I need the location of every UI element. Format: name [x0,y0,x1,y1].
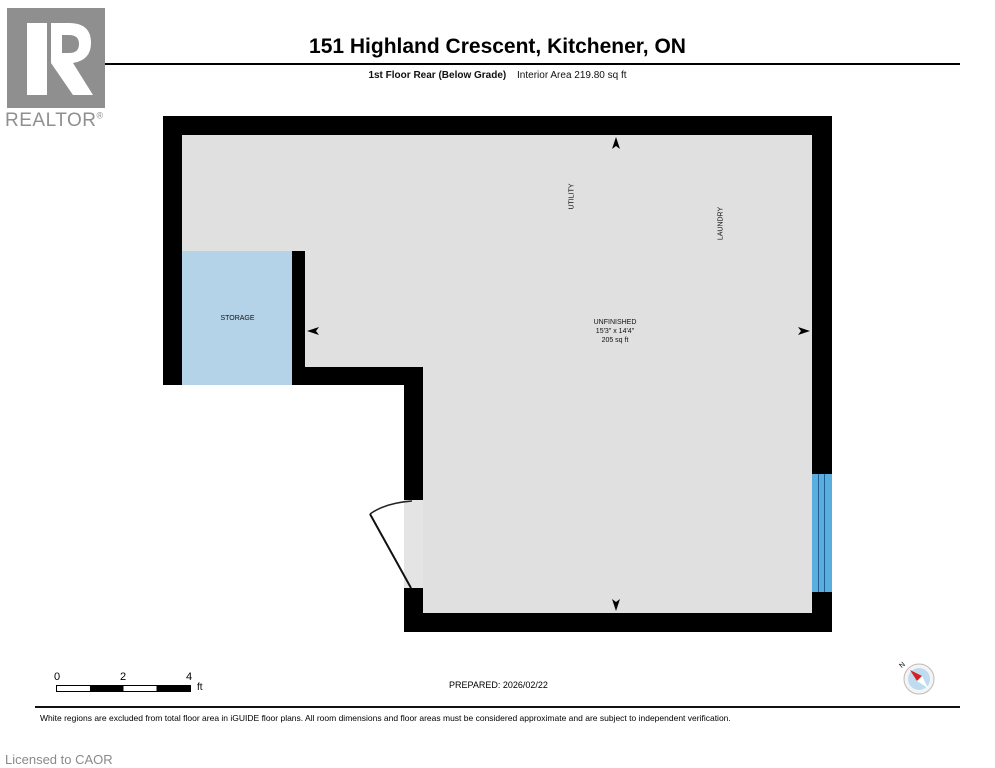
compass-icon: N [898,661,935,695]
scale-tick-4: 4 [186,671,193,683]
scale-tick-2: 2 [120,671,127,683]
floor-area-bottom [423,367,812,613]
door-opening [404,500,423,588]
dimension-arrow-up-icon [612,137,620,149]
realtor-logo [7,8,105,108]
room-area: 205 sq ft [601,337,629,344]
wall-right-upper [812,116,832,474]
storage-room [182,251,292,385]
scale-unit: ft [197,682,203,693]
scale-bar-graphic [56,685,191,692]
footer-divider [35,706,960,708]
room-name: UNFINISHED [593,319,637,326]
wall-right-lower [812,592,832,632]
wall-storage-right [292,251,305,385]
wall-left [163,116,182,385]
wall-top [163,116,832,135]
compass-north-label: N [898,661,906,670]
disclaimer-text: White regions are excluded from total fl… [40,713,731,723]
title-divider [105,63,960,65]
scale-tick-0: 0 [54,671,61,683]
room-label-utility: UTILITY [568,183,576,210]
realtor-r-logo-icon [27,23,93,95]
room-label-storage: STORAGE [220,315,255,322]
window [812,474,832,592]
floor-name: 1st Floor Rear (Below Grade) [368,70,507,81]
page-title: 151 Highland Crescent, Kitchener, ON [309,35,686,58]
dimension-arrow-down-icon [612,599,620,611]
wall-step [292,367,423,385]
interior-area: Interior Area 219.80 sq ft [517,70,627,81]
floor-area-middle [305,251,812,367]
door-swing-icon [369,500,413,589]
prepared-date: PREPARED: 2026/02/22 [449,680,548,690]
wall-bottom [404,613,832,632]
wall-inner-vertical [404,367,423,500]
dimension-arrow-left-icon [307,327,319,335]
room-label-unfinished: UNFINISHED 15'3" x 14'4" 205 sq ft [570,318,660,345]
room-label-laundry: LAUNDRY [717,206,725,241]
floor-area-top [182,135,812,251]
dimension-arrow-right-icon [798,327,810,335]
room-dimensions: 15'3" x 14'4" [595,328,635,335]
realtor-logo-text: REALTOR® [5,110,104,131]
license-watermark: Licensed to CAOR [5,752,113,767]
floor-subtitle: 1st Floor Rear (Below Grade) Interior Ar… [0,70,995,81]
